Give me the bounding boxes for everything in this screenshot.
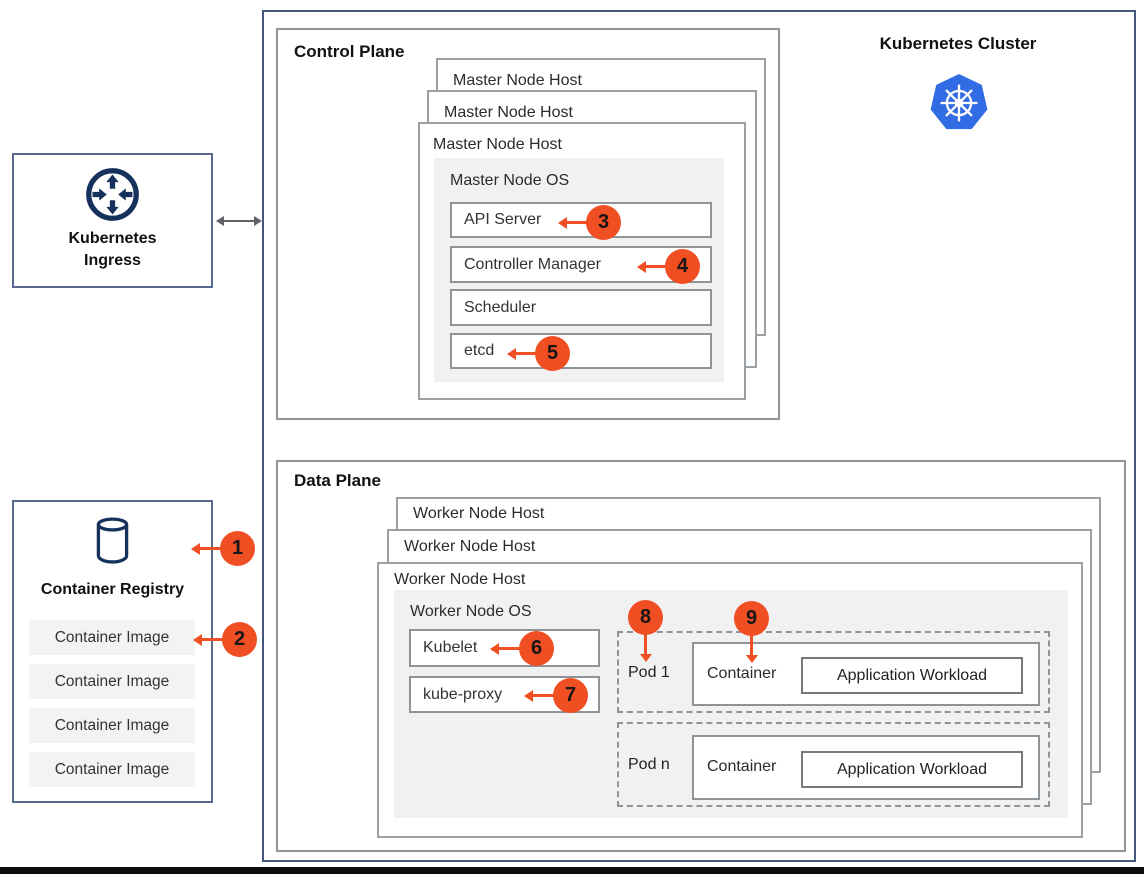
step-badge-5: 5 [535,336,570,371]
step-badge-2: 2 [222,622,257,657]
component-scheduler: Scheduler [450,289,712,326]
pod-n-application-workload-box: Application Workload [801,751,1023,788]
container-image-row: Container Image [29,752,195,787]
worker-node-os-label: Worker Node OS [410,603,532,620]
pod-1-box [617,631,1050,713]
arrow-left-icon [507,347,540,360]
pod-n-box [617,722,1050,807]
pod-1-application-workload-box: Application Workload [801,657,1023,694]
master-node-host-label: Master Node Host [453,72,582,89]
data-plane-title: Data Plane [294,471,381,490]
worker-node-host-label: Worker Node Host [413,505,545,522]
ingress-label-line1: Kubernetes [68,230,157,247]
pod-1-label: Pod 1 [628,664,670,681]
arrow-left-icon [191,542,223,555]
arrow-left-icon [490,642,522,655]
database-cylinder-icon [96,517,129,564]
step-badge-8: 8 [628,600,663,635]
master-node-host-label: Master Node Host [444,104,573,121]
worker-node-host-label: Worker Node Host [404,538,536,555]
kubernetes-cluster-title: Kubernetes Cluster [879,34,1037,53]
step-badge-3: 3 [586,205,621,240]
kubernetes-logo-icon [930,73,988,130]
component-api-server: API Server [450,202,712,238]
step-badge-1: 1 [220,531,255,566]
master-node-os-label: Master Node OS [450,172,570,189]
ingress-routing-icon [86,168,139,221]
double-headed-arrow-icon [216,216,262,226]
ingress-label-line2: Ingress [84,252,141,269]
pod-n-label: Pod n [628,756,670,773]
step-badge-6: 6 [519,631,554,666]
container-image-row: Container Image [29,620,195,655]
bottom-divider-bar [0,867,1144,874]
container-image-row: Container Image [29,664,195,699]
component-etcd: etcd [450,333,712,369]
control-plane-title: Control Plane [294,42,405,61]
pod-1-container-label: Container [707,665,777,682]
arrow-left-icon [558,216,591,229]
container-image-row: Container Image [29,708,195,743]
arrow-left-icon [193,633,225,646]
pod-n-container-label: Container [707,758,777,775]
master-node-host-label: Master Node Host [433,136,562,153]
step-badge-7: 7 [553,678,588,713]
worker-node-host-label: Worker Node Host [394,571,526,588]
arrow-down-icon [639,634,652,662]
container-registry-title: Container Registry [40,581,185,598]
step-badge-4: 4 [665,249,700,284]
arrow-down-icon [745,635,758,663]
arrow-left-icon [637,260,670,273]
step-badge-9: 9 [734,601,769,636]
arrow-left-icon [524,689,556,702]
